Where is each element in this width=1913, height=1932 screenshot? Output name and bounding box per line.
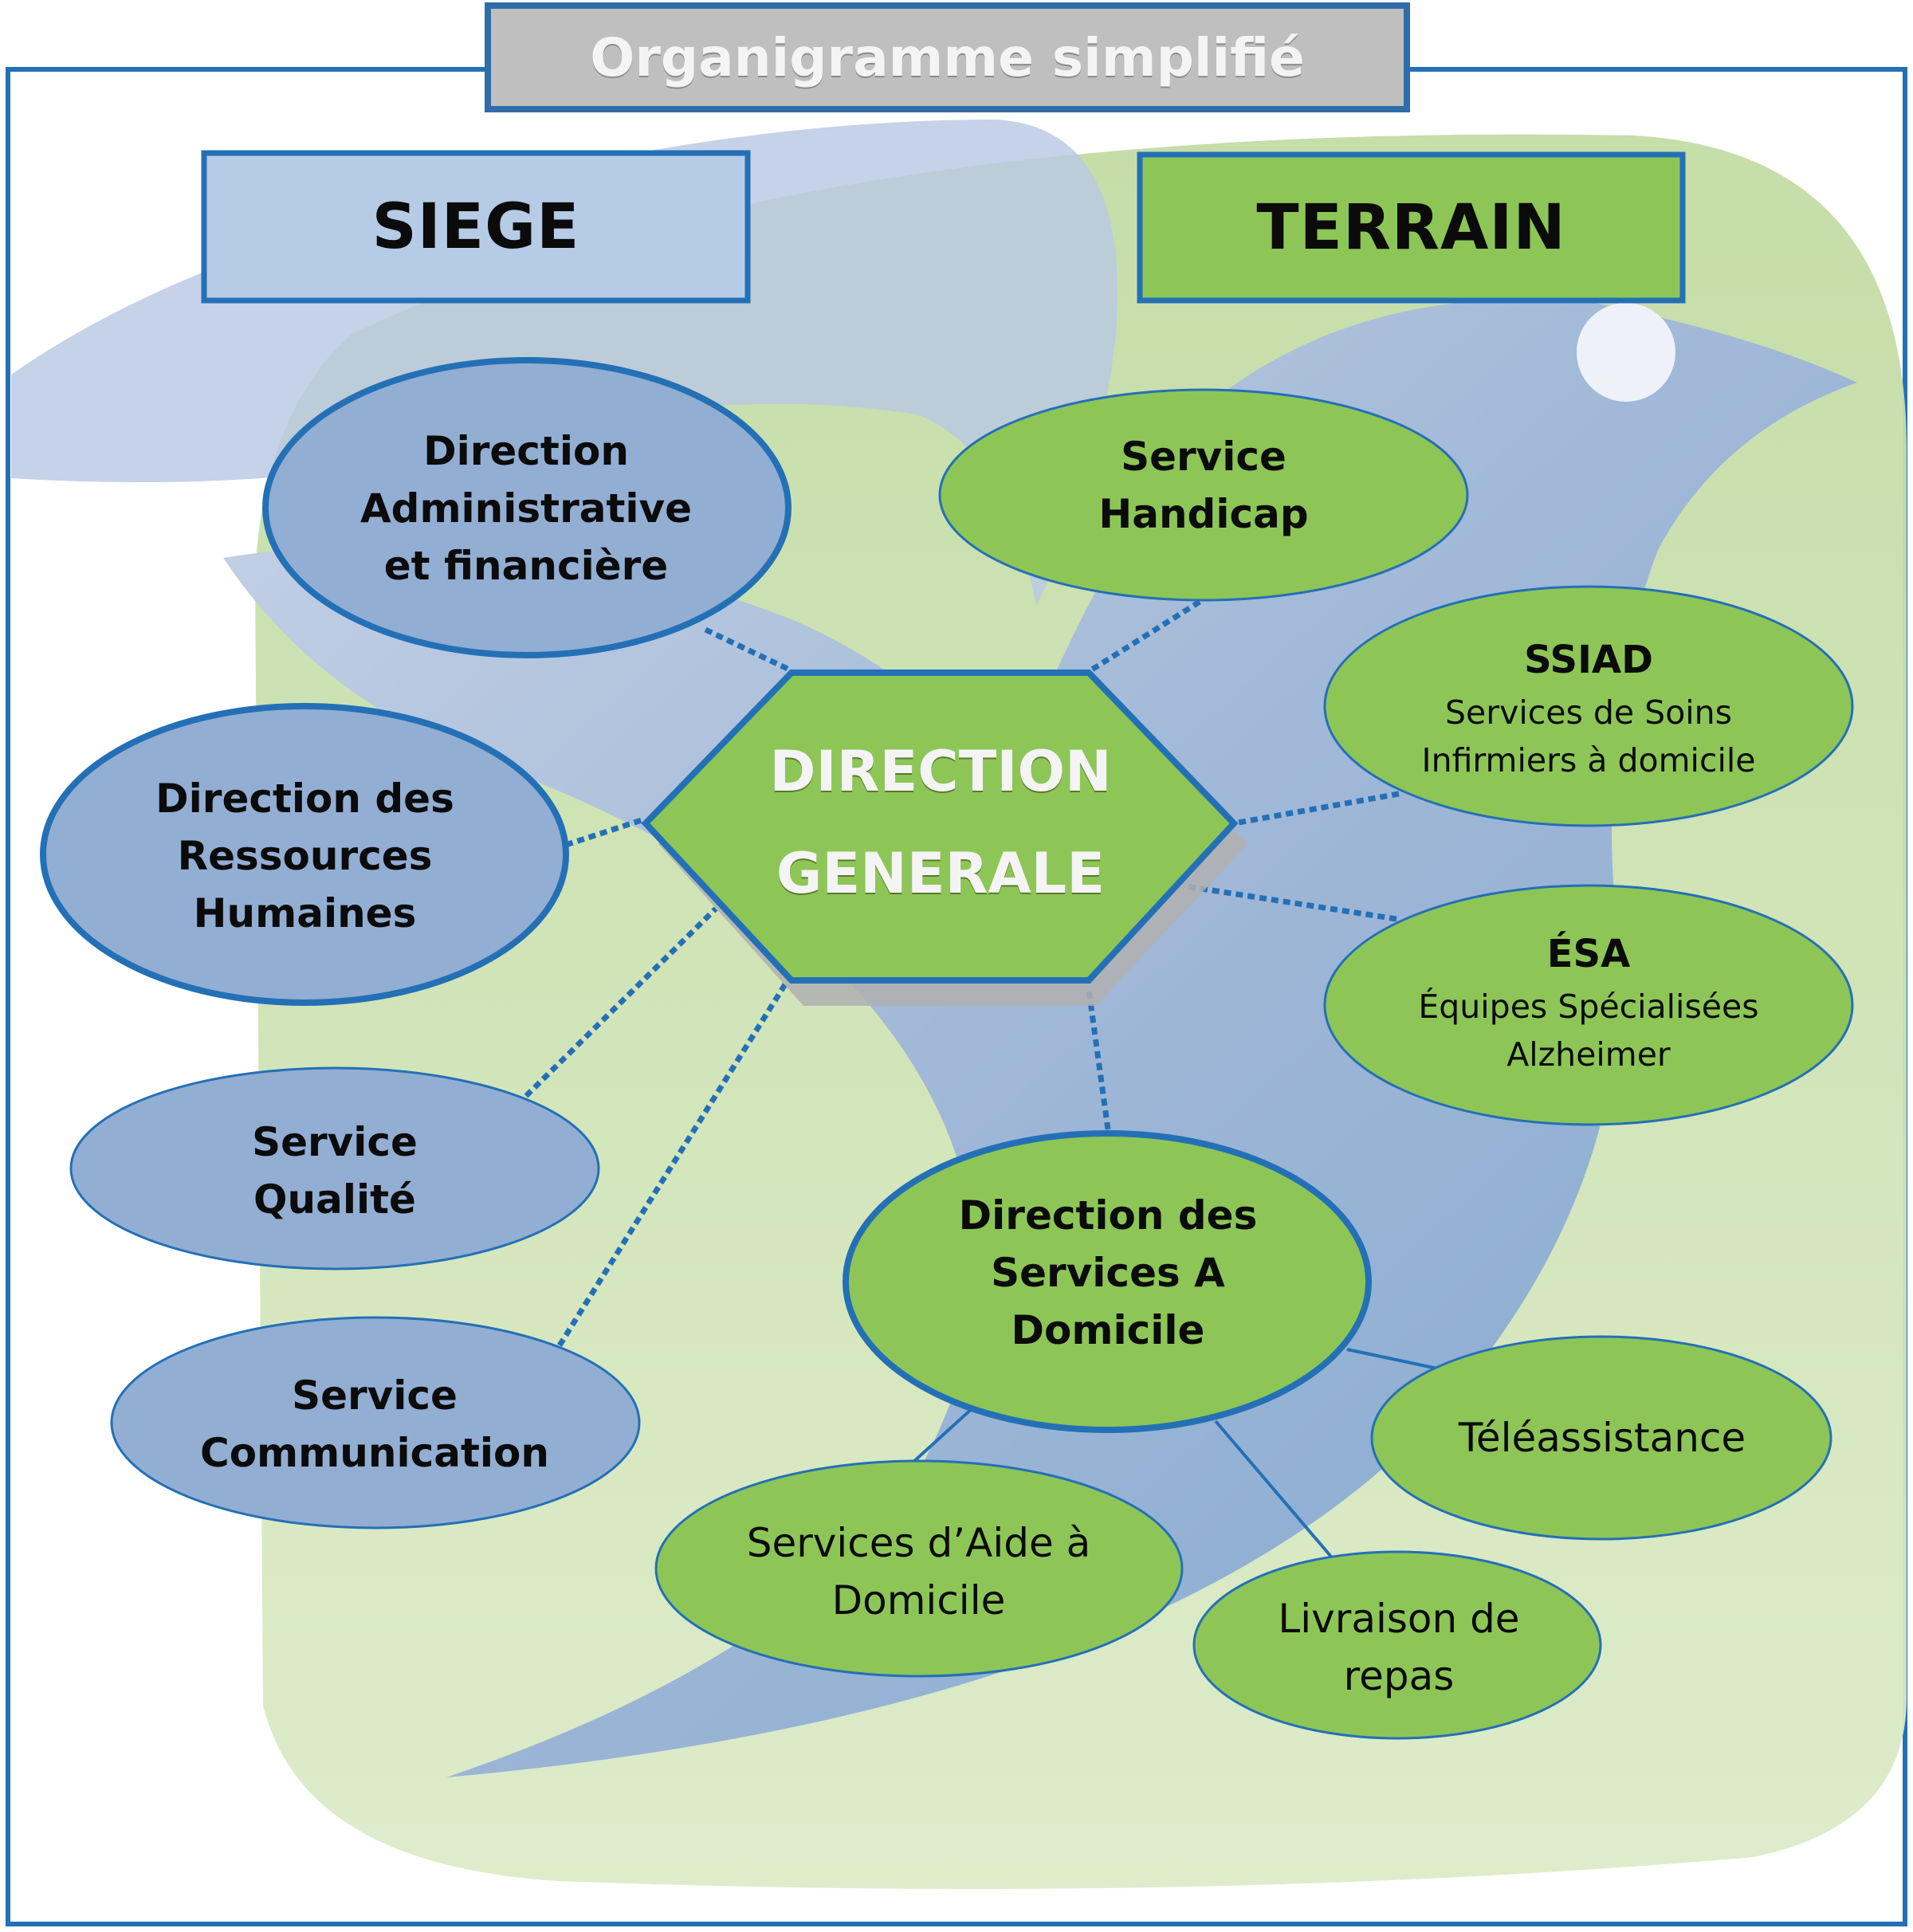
connector-handicap (1090, 599, 1201, 672)
handicap-ellipse (938, 388, 1469, 602)
direction-generale-line2: GENERALE (776, 841, 1106, 906)
terrain-header-box (1137, 151, 1686, 304)
node-handicap-line1: Service (1121, 434, 1286, 480)
node-daf-line3: et financière (383, 543, 669, 589)
node-drh: Direction des Ressources Humaines (80, 770, 530, 942)
node-dsad-line3: Domicile (1011, 1307, 1205, 1353)
node-qualite-line2: Qualité (253, 1176, 416, 1223)
ssiad-ellipse (1323, 585, 1854, 827)
title-text: Organigramme simplifié (590, 26, 1305, 88)
node-ssiad-subtitle-line2: Infirmiers à domicile (1421, 741, 1756, 779)
node-daf-line1: Direction (423, 428, 629, 474)
node-daf: Direction Administrative et financière (303, 422, 749, 595)
node-communication-line2: Communication (200, 1430, 549, 1476)
siege-header-label: SIEGE (371, 190, 580, 263)
connector-livraison (1214, 1420, 1333, 1558)
daf-ellipse (262, 357, 792, 658)
connector-aide (911, 1405, 976, 1464)
node-ssiad-title: SSIAD (1524, 638, 1653, 682)
node-aide-line1: Services d’Aide à (746, 1520, 1091, 1566)
qualite-ellipse (69, 1066, 600, 1270)
node-livraison-repas: Livraison de repas (1220, 1590, 1578, 1705)
esa-ellipse (1323, 884, 1854, 1126)
node-drh-line2: Ressources (177, 833, 433, 879)
node-qualite-line1: Service (252, 1119, 418, 1165)
title-box (485, 2, 1410, 112)
dsad-ellipse (843, 1130, 1372, 1433)
direction-generale-hexagon (641, 670, 1239, 984)
node-livraison-line2: repas (1343, 1653, 1455, 1699)
livraison-ellipse (1192, 1550, 1602, 1740)
page-title: Organigramme simplifié (488, 6, 1407, 109)
node-qualite: Service Qualité (96, 1113, 574, 1228)
node-dsad: Direction des Services A Domicile (881, 1187, 1335, 1359)
connector-drh (564, 816, 646, 848)
siege-header-box (201, 150, 751, 304)
node-aide-line2: Domicile (831, 1577, 1006, 1624)
aide-ellipse (654, 1459, 1184, 1678)
node-esa-subtitle-line1: Équipes Spécialisées (1418, 988, 1759, 1026)
direction-generale: DIRECTION GENERALE (685, 721, 1196, 925)
node-ssiad: SSIAD Services de Soins Infirmiers à dom… (1357, 632, 1820, 783)
connectors-solid (911, 1348, 1442, 1558)
node-drh-line1: Direction des (155, 776, 454, 822)
connector-teleassistance (1346, 1348, 1442, 1371)
siege-header: SIEGE (204, 153, 748, 300)
connector-qualite (524, 906, 718, 1098)
node-esa-title: ÉSA (1546, 932, 1631, 976)
node-communication: Service Communication (136, 1367, 614, 1482)
node-dsad-line1: Direction des (958, 1192, 1258, 1239)
direction-generale-line1: DIRECTION (769, 739, 1112, 804)
node-dsad-line2: Services A (991, 1250, 1225, 1296)
node-esa-subtitle-line2: Alzheimer (1506, 1035, 1671, 1074)
node-communication-line1: Service (292, 1372, 458, 1419)
node-esa: ÉSA Équipes Spécialisées Alzheimer (1357, 926, 1820, 1078)
connector-daf (704, 626, 791, 673)
node-drh-line3: Humaines (193, 890, 417, 937)
node-ssiad-subtitle-line1: Services de Soins (1444, 693, 1733, 732)
terrain-header-label: TERRAIN (1256, 191, 1566, 264)
teleassistance-ellipse (1370, 1335, 1832, 1541)
drh-ellipse (40, 703, 569, 1006)
node-livraison-line1: Livraison de (1278, 1596, 1520, 1642)
node-teleassistance-line1: Téléassistance (1458, 1415, 1746, 1461)
node-handicap: Service Handicap (964, 428, 1443, 543)
terrain-header: TERRAIN (1140, 155, 1683, 300)
connectors-dotted (524, 599, 1400, 1347)
node-aide-domicile: Services d’Aide à Domicile (685, 1514, 1152, 1629)
node-daf-line2: Administrative (359, 485, 693, 532)
node-handicap-line2: Handicap (1098, 491, 1309, 537)
communication-ellipse (110, 1316, 641, 1530)
connector-ssiad (1233, 791, 1400, 827)
node-teleassistance: Téléassistance (1387, 1409, 1817, 1467)
